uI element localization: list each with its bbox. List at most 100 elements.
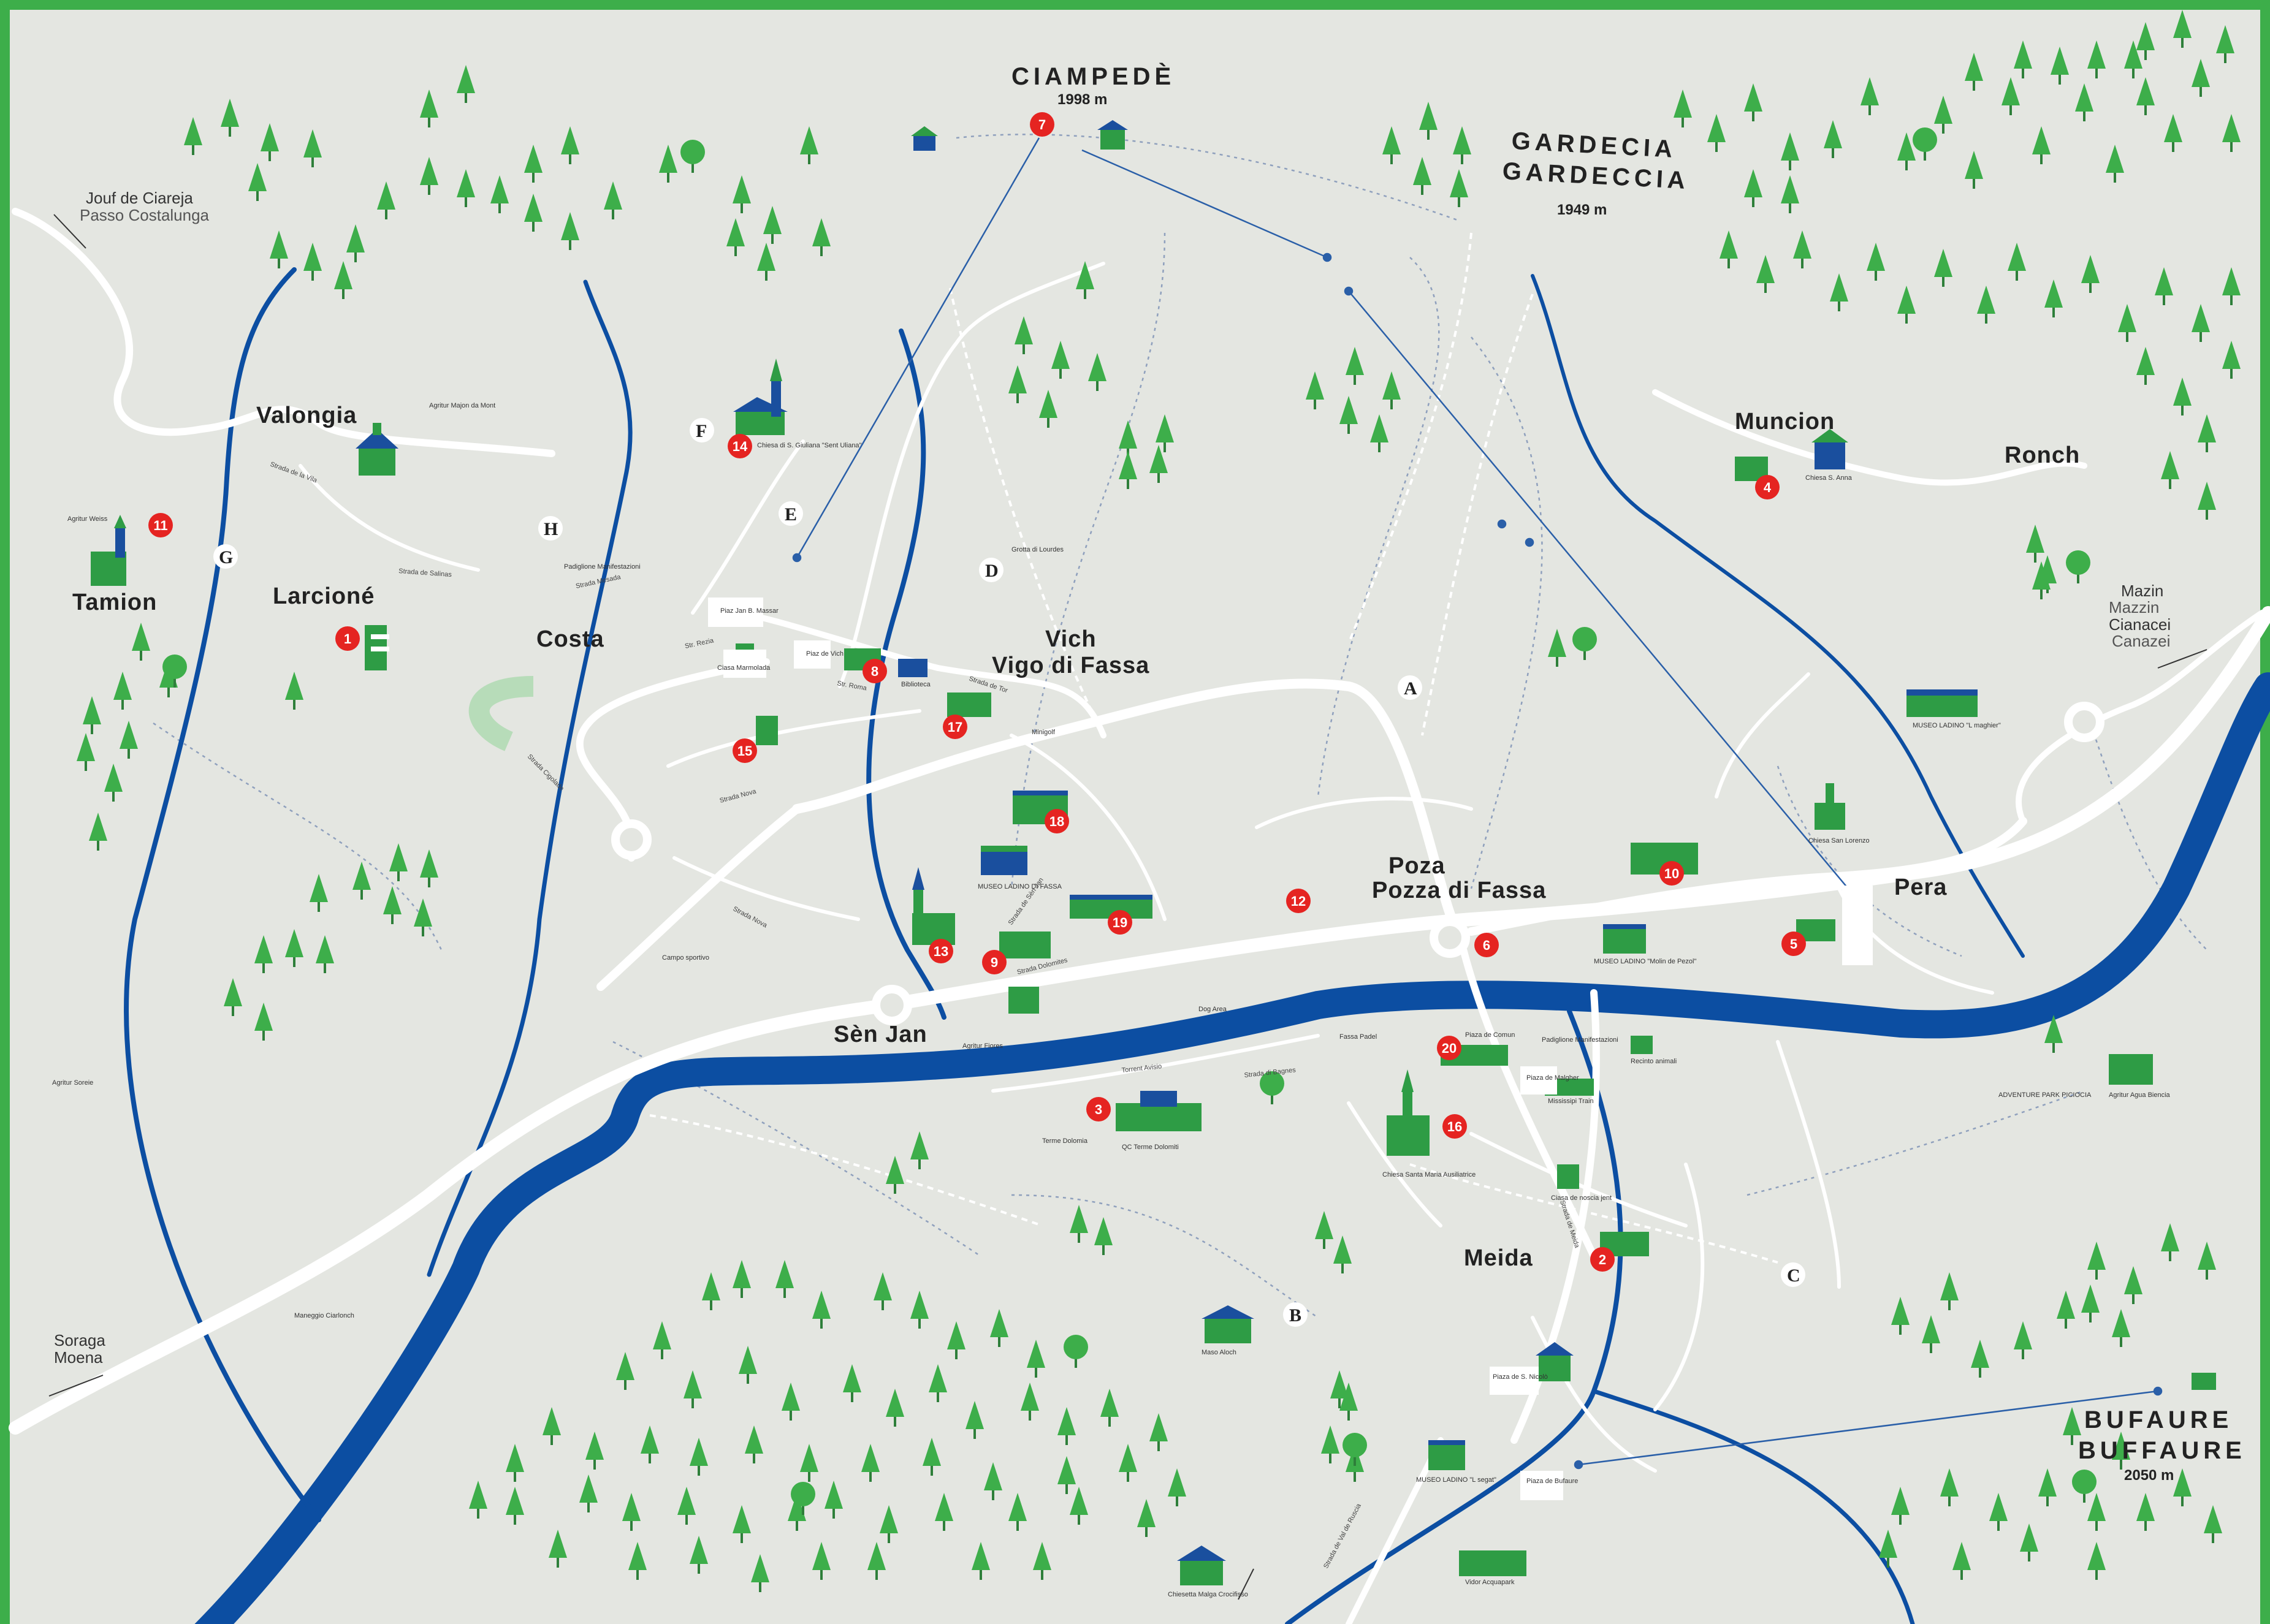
cable-lifts: [792, 137, 2163, 1470]
church-tamion: [91, 515, 126, 586]
town-poza-1: Poza: [1388, 853, 1445, 879]
chiesa-s-anna: [1811, 429, 1848, 469]
letter-marker-h: H: [538, 516, 563, 541]
svg-text:MUSEO LADINO "L maghier": MUSEO LADINO "L maghier": [1913, 722, 2001, 729]
svg-text:MUSEO LADINO "L segat": MUSEO LADINO "L segat": [1416, 1476, 1496, 1484]
poi-15: 15: [733, 738, 757, 763]
svg-text:13: 13: [934, 944, 948, 959]
building-ciampedie-1: [911, 126, 938, 151]
svg-text:8: 8: [871, 664, 878, 679]
svg-text:14: 14: [733, 439, 748, 454]
svg-text:Agritur Agua Biencia: Agritur Agua Biencia: [2109, 1091, 2171, 1099]
peak-bufaure-2: BUFFAURE: [2078, 1437, 2246, 1464]
town-pera: Pera: [1894, 875, 1947, 900]
letter-marker-g: G: [213, 544, 238, 569]
svg-text:12: 12: [1291, 894, 1306, 909]
poi-19: 19: [1108, 910, 1132, 935]
svg-text:Piaz de Vich: Piaz de Vich: [806, 650, 844, 658]
town-valongia: Valongia: [256, 403, 357, 428]
ciasa-noscia: [1557, 1164, 1579, 1189]
svg-text:Dog Area: Dog Area: [1198, 1006, 1227, 1013]
town-poza-2: Pozza di Fassa: [1372, 878, 1546, 903]
church-valongia: [356, 423, 398, 476]
town-costa: Costa: [536, 626, 604, 652]
town-vich-1: Vich: [1045, 626, 1097, 652]
svg-text:Biblioteca: Biblioteca: [901, 681, 931, 688]
svg-text:Piaza de Malgher: Piaza de Malgher: [1526, 1074, 1579, 1082]
church-nicolo: [1536, 1342, 1574, 1381]
svg-text:H: H: [544, 519, 558, 539]
letter-marker-b: B: [1283, 1302, 1308, 1327]
poi-11: 11: [148, 513, 173, 537]
museo-fassa: [981, 846, 1027, 875]
svg-text:2: 2: [1599, 1252, 1606, 1267]
vidor-acquapark: [1459, 1550, 1526, 1576]
svg-text:MUSEO LADINO DI FASSA: MUSEO LADINO DI FASSA: [978, 883, 1062, 890]
svg-text:D: D: [985, 561, 999, 581]
poi-6: 6: [1474, 933, 1499, 957]
town-muncion: Muncion: [1735, 409, 1835, 434]
poi-18: 18: [1045, 809, 1069, 833]
poi-12: 12: [1286, 889, 1311, 913]
secondary-roads: [299, 262, 1994, 1473]
town-sen-jan: Sèn Jan: [834, 1022, 927, 1047]
direction-arrows: [48, 214, 2207, 1600]
roundabouts: [611, 702, 2104, 1025]
peak-bufaure-altitude: 2050 m: [2124, 1467, 2174, 1484]
svg-text:Ciasa de noscia jent: Ciasa de noscia jent: [1551, 1194, 1612, 1202]
poi-13: 13: [929, 939, 953, 963]
numbered-pois: 1 2 3 4 5 6 7 8 9 10 11 12 13 14 15 16 1…: [148, 112, 1806, 1272]
svg-text:Agritur Majon da Mont: Agritur Majon da Mont: [429, 402, 495, 409]
edge-label-costalunga: Passo Costalunga: [80, 206, 210, 224]
poi-7: 7: [1030, 112, 1054, 137]
svg-text:Maso Aloch: Maso Aloch: [1202, 1349, 1236, 1356]
svg-text:A: A: [1404, 678, 1417, 699]
svg-text:17: 17: [948, 719, 962, 735]
svg-text:Fassa Padel: Fassa Padel: [1339, 1033, 1377, 1041]
svg-text:18: 18: [1049, 814, 1064, 829]
building-ciampedie-2: [1097, 120, 1128, 150]
building-15: [756, 716, 778, 745]
town-vich-2: Vigo di Fassa: [992, 653, 1149, 678]
svg-text:F: F: [696, 421, 707, 441]
museo-segat: [1428, 1440, 1465, 1470]
rivers: [124, 267, 2270, 1624]
building-17: [947, 692, 991, 717]
svg-text:6: 6: [1483, 938, 1490, 953]
svg-text:Chiesa Santa Maria Ausiliatric: Chiesa Santa Maria Ausiliatrice: [1382, 1171, 1476, 1178]
letter-marker-d: D: [979, 558, 1004, 582]
svg-text:16: 16: [1447, 1119, 1462, 1134]
church-san-jan: [912, 867, 955, 945]
building-bufaure: [2192, 1373, 2216, 1390]
edge-label-jouf: Jouf de Ciareja: [86, 189, 193, 207]
poi-14: 14: [728, 434, 752, 458]
building-larcione: [365, 625, 389, 670]
svg-text:7: 7: [1038, 117, 1046, 132]
svg-text:QC Terme Dolomiti: QC Terme Dolomiti: [1122, 1144, 1179, 1151]
svg-text:Agritur Soreie: Agritur Soreie: [52, 1079, 93, 1087]
chiesetta-malga: [1177, 1546, 1226, 1585]
svg-text:Piaza de S. Nicolò: Piaza de S. Nicolò: [1493, 1373, 1548, 1381]
poi-16: 16: [1442, 1114, 1467, 1139]
edge-label-moena: Moena: [54, 1348, 103, 1367]
tunnel: [468, 676, 534, 751]
svg-text:Piaza de Comun: Piaza de Comun: [1465, 1031, 1515, 1039]
svg-text:Maneggio Ciarlonch: Maneggio Ciarlonch: [294, 1312, 354, 1319]
peak-ciampedie: CIAMPEDÈ: [1011, 63, 1175, 90]
svg-text:MUSEO LADINO "Molin de Pezol": MUSEO LADINO "Molin de Pezol": [1594, 958, 1696, 965]
svg-text:C: C: [1787, 1265, 1800, 1286]
letter-marker-a: A: [1398, 675, 1422, 700]
poi-17: 17: [943, 715, 967, 739]
svg-text:Minigolf: Minigolf: [1032, 729, 1056, 736]
letter-markers: A B C D E F G H: [213, 418, 1805, 1327]
peak-gardecia-altitude: 1949 m: [1557, 202, 1607, 218]
town-meida: Meida: [1464, 1245, 1533, 1271]
small-labels: Agritur Majon da Mont Agritur Weiss Chie…: [52, 402, 2171, 1598]
edge-label-cianacei: Cianacei: [2109, 615, 2171, 634]
svg-text:B: B: [1289, 1305, 1301, 1326]
svg-text:10: 10: [1664, 866, 1679, 881]
poi-3: 3: [1086, 1097, 1111, 1121]
svg-text:Terme Dolomia: Terme Dolomia: [1042, 1137, 1088, 1145]
poi-10: 10: [1659, 861, 1684, 886]
